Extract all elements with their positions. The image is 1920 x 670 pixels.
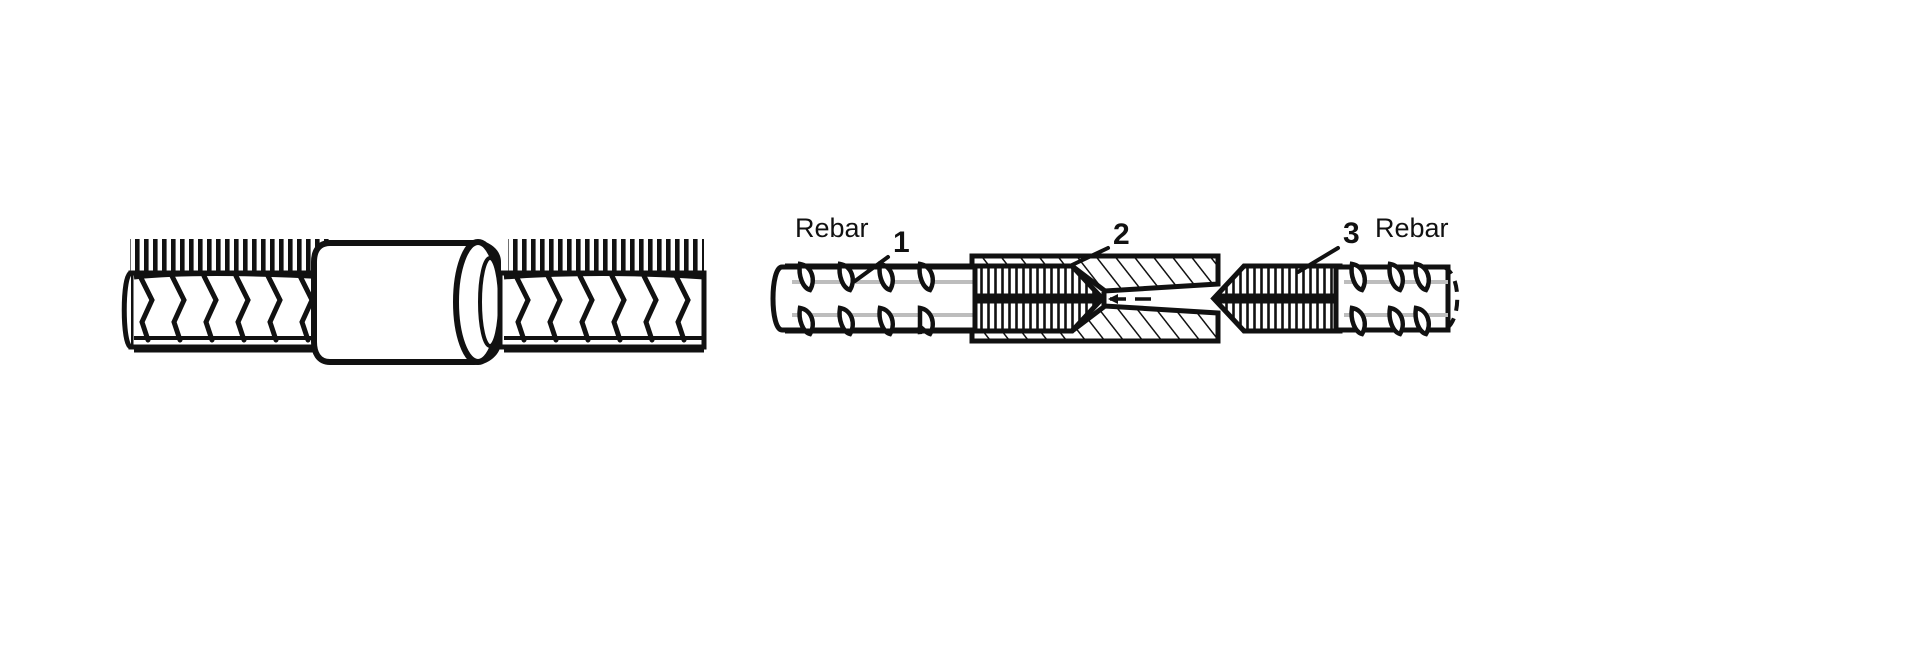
right-rebar-ribs-top <box>1349 261 1431 293</box>
coupler-sleeve-pictorial <box>311 239 503 365</box>
callout-number-3: 3 <box>1343 217 1360 250</box>
section-left-wedge <box>972 263 1106 334</box>
section-butt-joint <box>1101 292 1160 306</box>
right-rebar-shading <box>508 239 704 275</box>
right-rebar-pictorial <box>497 270 707 353</box>
right-rebar-ribs-bottom <box>1349 305 1431 337</box>
callout-label-rebar-left: Rebar <box>795 213 869 243</box>
section-left-rebar <box>770 261 978 337</box>
section-view-panel: Rebar 1 2 3 Rebar <box>770 213 1460 344</box>
left-rebar-pictorial <box>121 270 333 353</box>
callout-label-rebar-right: Rebar <box>1375 213 1449 243</box>
callout-number-2: 2 <box>1113 218 1130 251</box>
pictorial-view-panel <box>121 239 707 365</box>
section-right-wedge <box>1210 263 1343 334</box>
leader-line-2 <box>1070 246 1110 267</box>
section-right-rebar <box>1333 261 1460 337</box>
leader-line-3 <box>1296 246 1340 274</box>
left-rebar-shading <box>130 239 330 275</box>
section-end-cap <box>1442 265 1460 332</box>
callout-leaders <box>853 246 1340 283</box>
callout-number-1: 1 <box>893 226 910 259</box>
leader-line-1 <box>853 255 890 283</box>
